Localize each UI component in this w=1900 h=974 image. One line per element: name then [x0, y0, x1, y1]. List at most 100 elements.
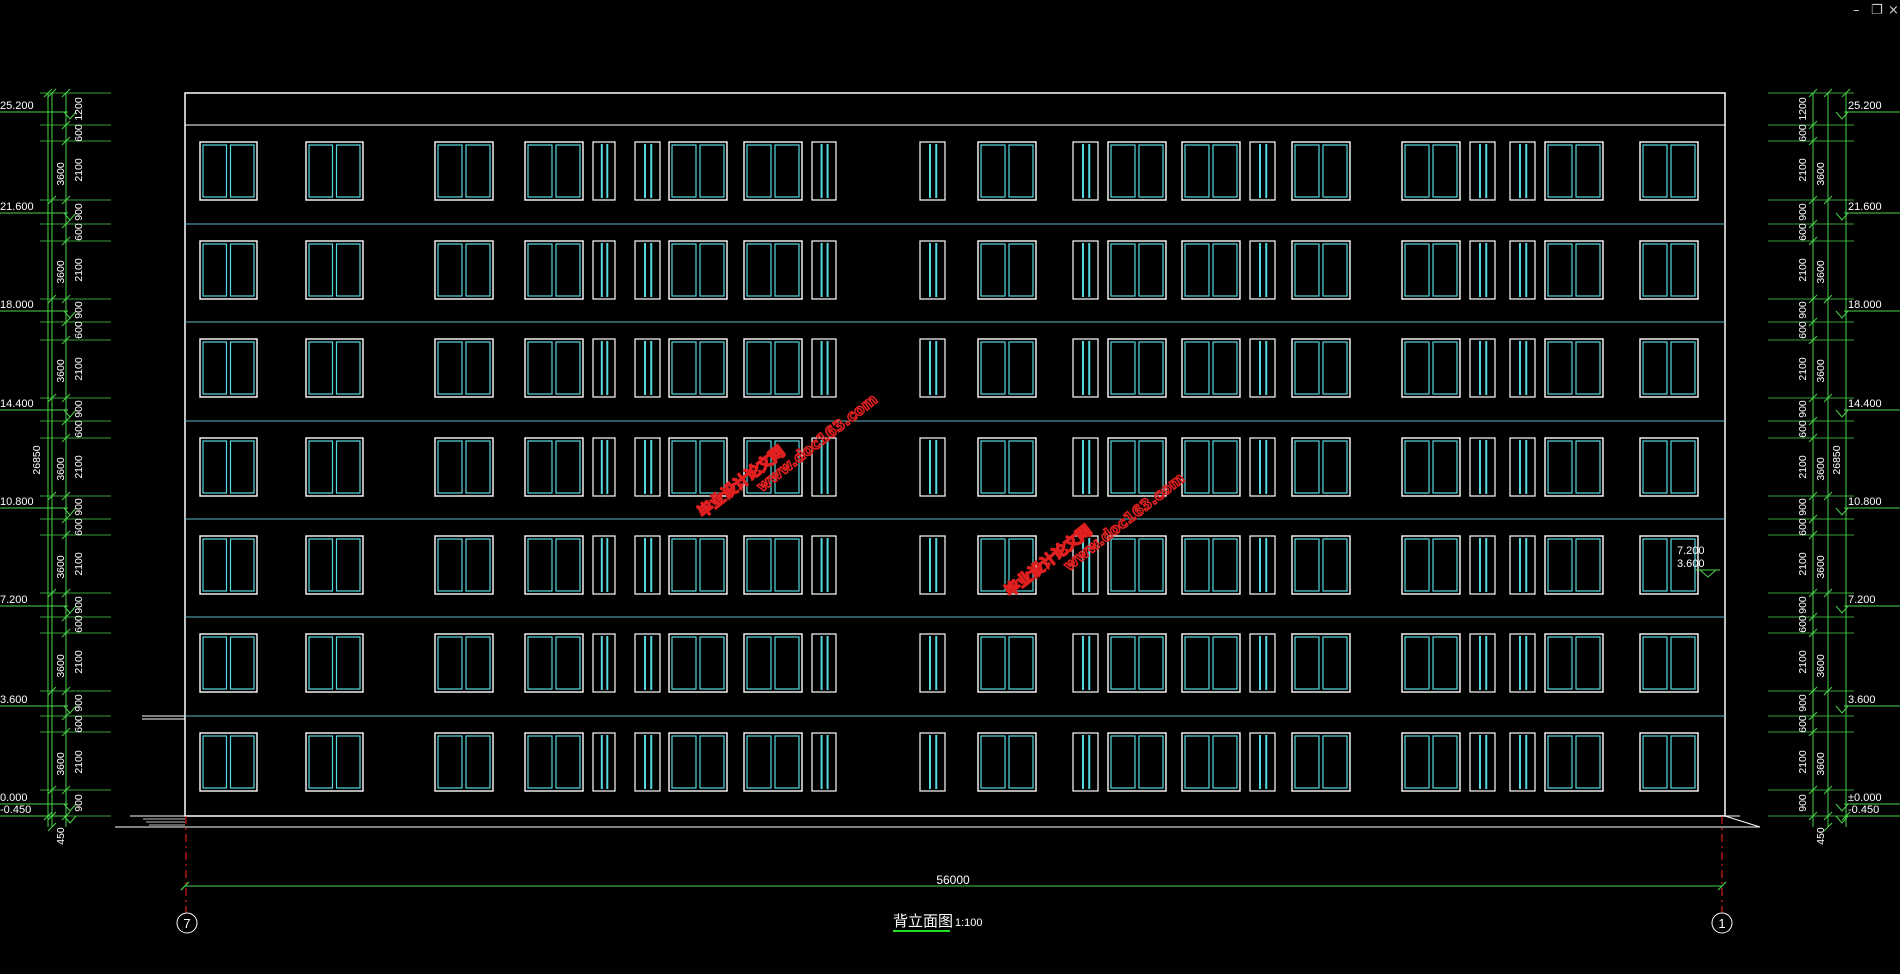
dim-tick	[1808, 686, 1818, 696]
window-pane-left	[746, 735, 772, 789]
window-pane-right	[1670, 440, 1696, 494]
window-pane-right	[555, 243, 581, 297]
dim-tick	[61, 588, 71, 598]
narrow-window-frame	[811, 141, 837, 201]
narrow-window-frame	[1469, 535, 1496, 595]
dim-tick	[1808, 612, 1818, 622]
window-pane-right	[699, 440, 725, 494]
window-pane-right	[555, 636, 581, 690]
dim-tick	[61, 120, 71, 130]
axis-bubble-right	[1711, 912, 1733, 934]
window-frame	[1107, 535, 1167, 595]
window-frame	[1544, 338, 1604, 398]
window-pane-right	[1575, 735, 1601, 789]
window-pane-left	[1642, 636, 1668, 690]
window-pane-right	[1575, 440, 1601, 494]
building-facade	[184, 92, 1726, 817]
window-frame	[1291, 338, 1351, 398]
segment-dim: 900	[73, 498, 85, 516]
window-pane-right	[335, 440, 361, 494]
narrow-window-frame	[1072, 437, 1099, 497]
segment-dim: 600	[1797, 420, 1809, 438]
segment-dim: 2100	[73, 455, 85, 479]
window-pane-left	[308, 144, 334, 198]
narrow-window-frame	[811, 240, 837, 300]
window-pane-right	[774, 538, 800, 592]
dim-tick	[61, 530, 71, 540]
window-frame	[524, 437, 584, 497]
window-frame	[1181, 338, 1241, 398]
window-pane-left	[1642, 440, 1668, 494]
window-frame	[977, 633, 1037, 693]
dim-tick	[1808, 335, 1818, 345]
window-pane-right	[1322, 243, 1348, 297]
dim-tick	[1823, 822, 1833, 832]
window-pane-left	[1547, 538, 1573, 592]
window-pane-left	[1110, 735, 1136, 789]
floor-height-dim: 3600	[1815, 359, 1827, 383]
narrow-window-frame	[1469, 338, 1496, 398]
narrow-window-frame	[634, 240, 661, 300]
window-frame	[1107, 240, 1167, 300]
segment-dim: 900	[73, 400, 85, 418]
window-frame	[1544, 535, 1604, 595]
window-pane-right	[1432, 636, 1458, 690]
dim-tick	[61, 686, 71, 696]
restore-icon[interactable]: ❐	[1871, 3, 1883, 18]
callout-value: 7.200	[1677, 545, 1705, 557]
window-pane-left	[1547, 636, 1573, 690]
narrow-window-frame	[634, 633, 661, 693]
window-pane-right	[699, 538, 725, 592]
dim-tick	[1808, 136, 1818, 146]
window-pane-right	[1432, 341, 1458, 395]
window-frame	[668, 338, 728, 398]
window-frame	[434, 338, 494, 398]
elevation-triangle	[1835, 507, 1849, 516]
elevation-label: 25.200	[1848, 100, 1882, 112]
elevation-label: 14.400	[1848, 398, 1882, 410]
window-pane-right	[1670, 538, 1696, 592]
dim-tick	[1808, 88, 1818, 98]
window-frame	[977, 732, 1037, 792]
narrow-window-frame	[1509, 732, 1536, 792]
window-pane-left	[437, 144, 463, 198]
narrow-window-frame	[592, 732, 616, 792]
window-pane-right	[774, 341, 800, 395]
narrow-window-frame	[592, 633, 616, 693]
narrow-window-frame	[1469, 732, 1496, 792]
dim-tick	[61, 628, 71, 638]
close-icon[interactable]: ×	[1888, 3, 1899, 18]
dim-tick	[61, 317, 71, 327]
segment-dim: 900	[73, 596, 85, 614]
window-frame	[524, 240, 584, 300]
window-pane-right	[1212, 144, 1238, 198]
window-pane-left	[746, 243, 772, 297]
elevation-triangle	[63, 111, 77, 120]
window-frame	[524, 141, 584, 201]
window-pane-right	[1322, 636, 1348, 690]
dim-tick	[61, 433, 71, 443]
minimize-icon[interactable]: –	[1853, 3, 1860, 18]
window-frame	[668, 437, 728, 497]
window-pane-right	[1008, 538, 1034, 592]
window-pane-right	[1322, 144, 1348, 198]
window-pane-right	[1138, 735, 1164, 789]
narrow-window-frame	[1249, 732, 1276, 792]
window-frame	[977, 141, 1037, 201]
window-pane-right	[1575, 636, 1601, 690]
window-frame	[1107, 633, 1167, 693]
window-pane-left	[980, 636, 1006, 690]
narrow-window-frame	[634, 141, 661, 201]
window-pane-left	[671, 636, 697, 690]
narrow-window-frame	[592, 535, 616, 595]
segment-dim: 900	[1797, 203, 1809, 221]
window-pane-right	[229, 341, 255, 395]
window-frame	[1181, 535, 1241, 595]
window-pane-left	[1642, 538, 1668, 592]
window-frame	[1107, 338, 1167, 398]
window-frame	[1107, 141, 1167, 201]
window-pane-left	[1404, 636, 1430, 690]
window-pane-left	[527, 735, 553, 789]
window-pane-left	[202, 538, 228, 592]
